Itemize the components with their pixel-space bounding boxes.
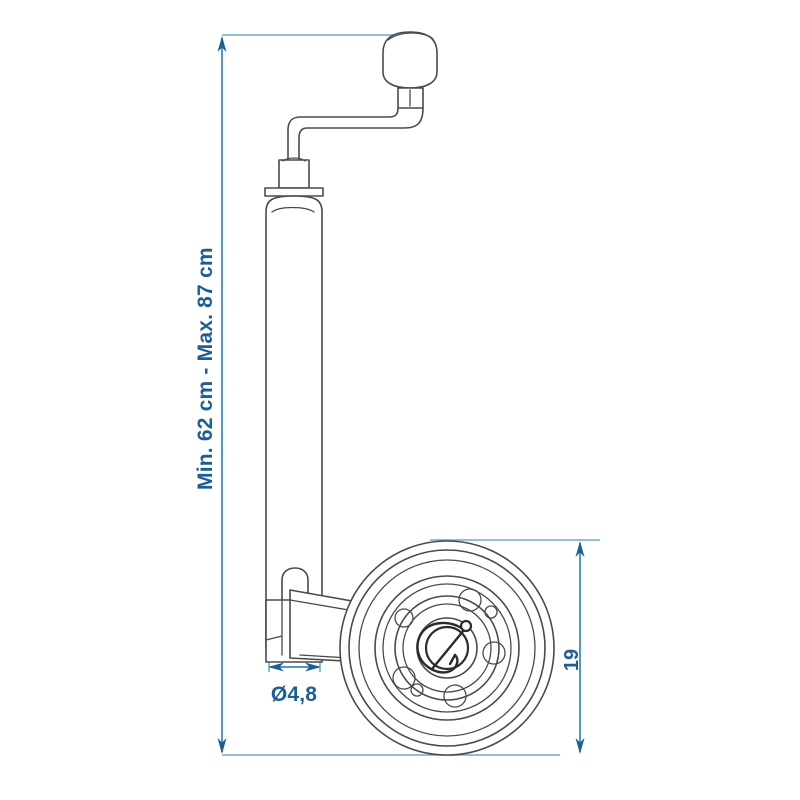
crank-arm-upper-edge	[287, 107, 399, 161]
tire-sidewall-line	[358, 559, 536, 737]
inner-tube-top-curve	[282, 157, 306, 162]
rim-vent-hole	[484, 605, 498, 619]
rim-dish-ring	[394, 595, 500, 701]
crank-arm-lower-edge	[298, 107, 424, 161]
tube-dim-arrow-right	[305, 662, 321, 672]
rim-vent-hole	[410, 683, 424, 697]
wheel-assembly	[339, 540, 555, 756]
crank-arm	[287, 107, 424, 161]
axle-r-clip-pin	[416, 619, 473, 674]
wheel-dim-arrow-top	[575, 541, 585, 557]
rim-mid-ring	[382, 583, 512, 713]
pin-straight-leg	[430, 628, 466, 671]
knob-body	[382, 31, 438, 89]
height-dimension-group	[217, 34, 560, 756]
tire-inner-edge	[348, 549, 546, 747]
pin-tail	[448, 653, 457, 666]
wheel-dim-arrow-bottom	[575, 738, 585, 754]
inner-tube-body	[278, 159, 310, 189]
rim-bolt-hole	[458, 588, 482, 612]
rim-bolt-hole	[392, 666, 416, 690]
knob-highlight	[387, 32, 434, 41]
height-dim-arrow-top	[217, 36, 227, 52]
outer-support-tube	[265, 195, 323, 649]
outer-tube-top-arc	[271, 206, 315, 213]
height-dim-arrow-bottom	[217, 738, 227, 754]
pin-curved-leg	[416, 621, 465, 674]
rim-outer-ring	[374, 575, 520, 721]
outer-tube-body	[265, 195, 323, 649]
inner-sliding-tube	[278, 157, 310, 189]
wheel-diameter-label: 19	[561, 649, 583, 671]
rim-inner-ring	[402, 603, 492, 693]
bracket-lug	[281, 567, 309, 601]
rim-bolt-hole	[443, 684, 467, 708]
tube-diameter-label: Ø4,8	[271, 683, 317, 706]
tube-dim-arrow-left	[268, 662, 284, 672]
pin-eyelet	[459, 619, 473, 633]
rim-bolt-hole	[482, 641, 506, 665]
crank-handle-knob	[382, 31, 438, 109]
height-dimension-label: Min. 62 cm - Max. 87 cm	[194, 247, 217, 490]
wheel-diameter-dimension-group	[430, 539, 600, 754]
bracket-edge-detail	[265, 635, 283, 641]
collar-body	[264, 187, 324, 197]
rim-bolt-hole	[394, 608, 414, 628]
tube-collar	[264, 187, 324, 197]
